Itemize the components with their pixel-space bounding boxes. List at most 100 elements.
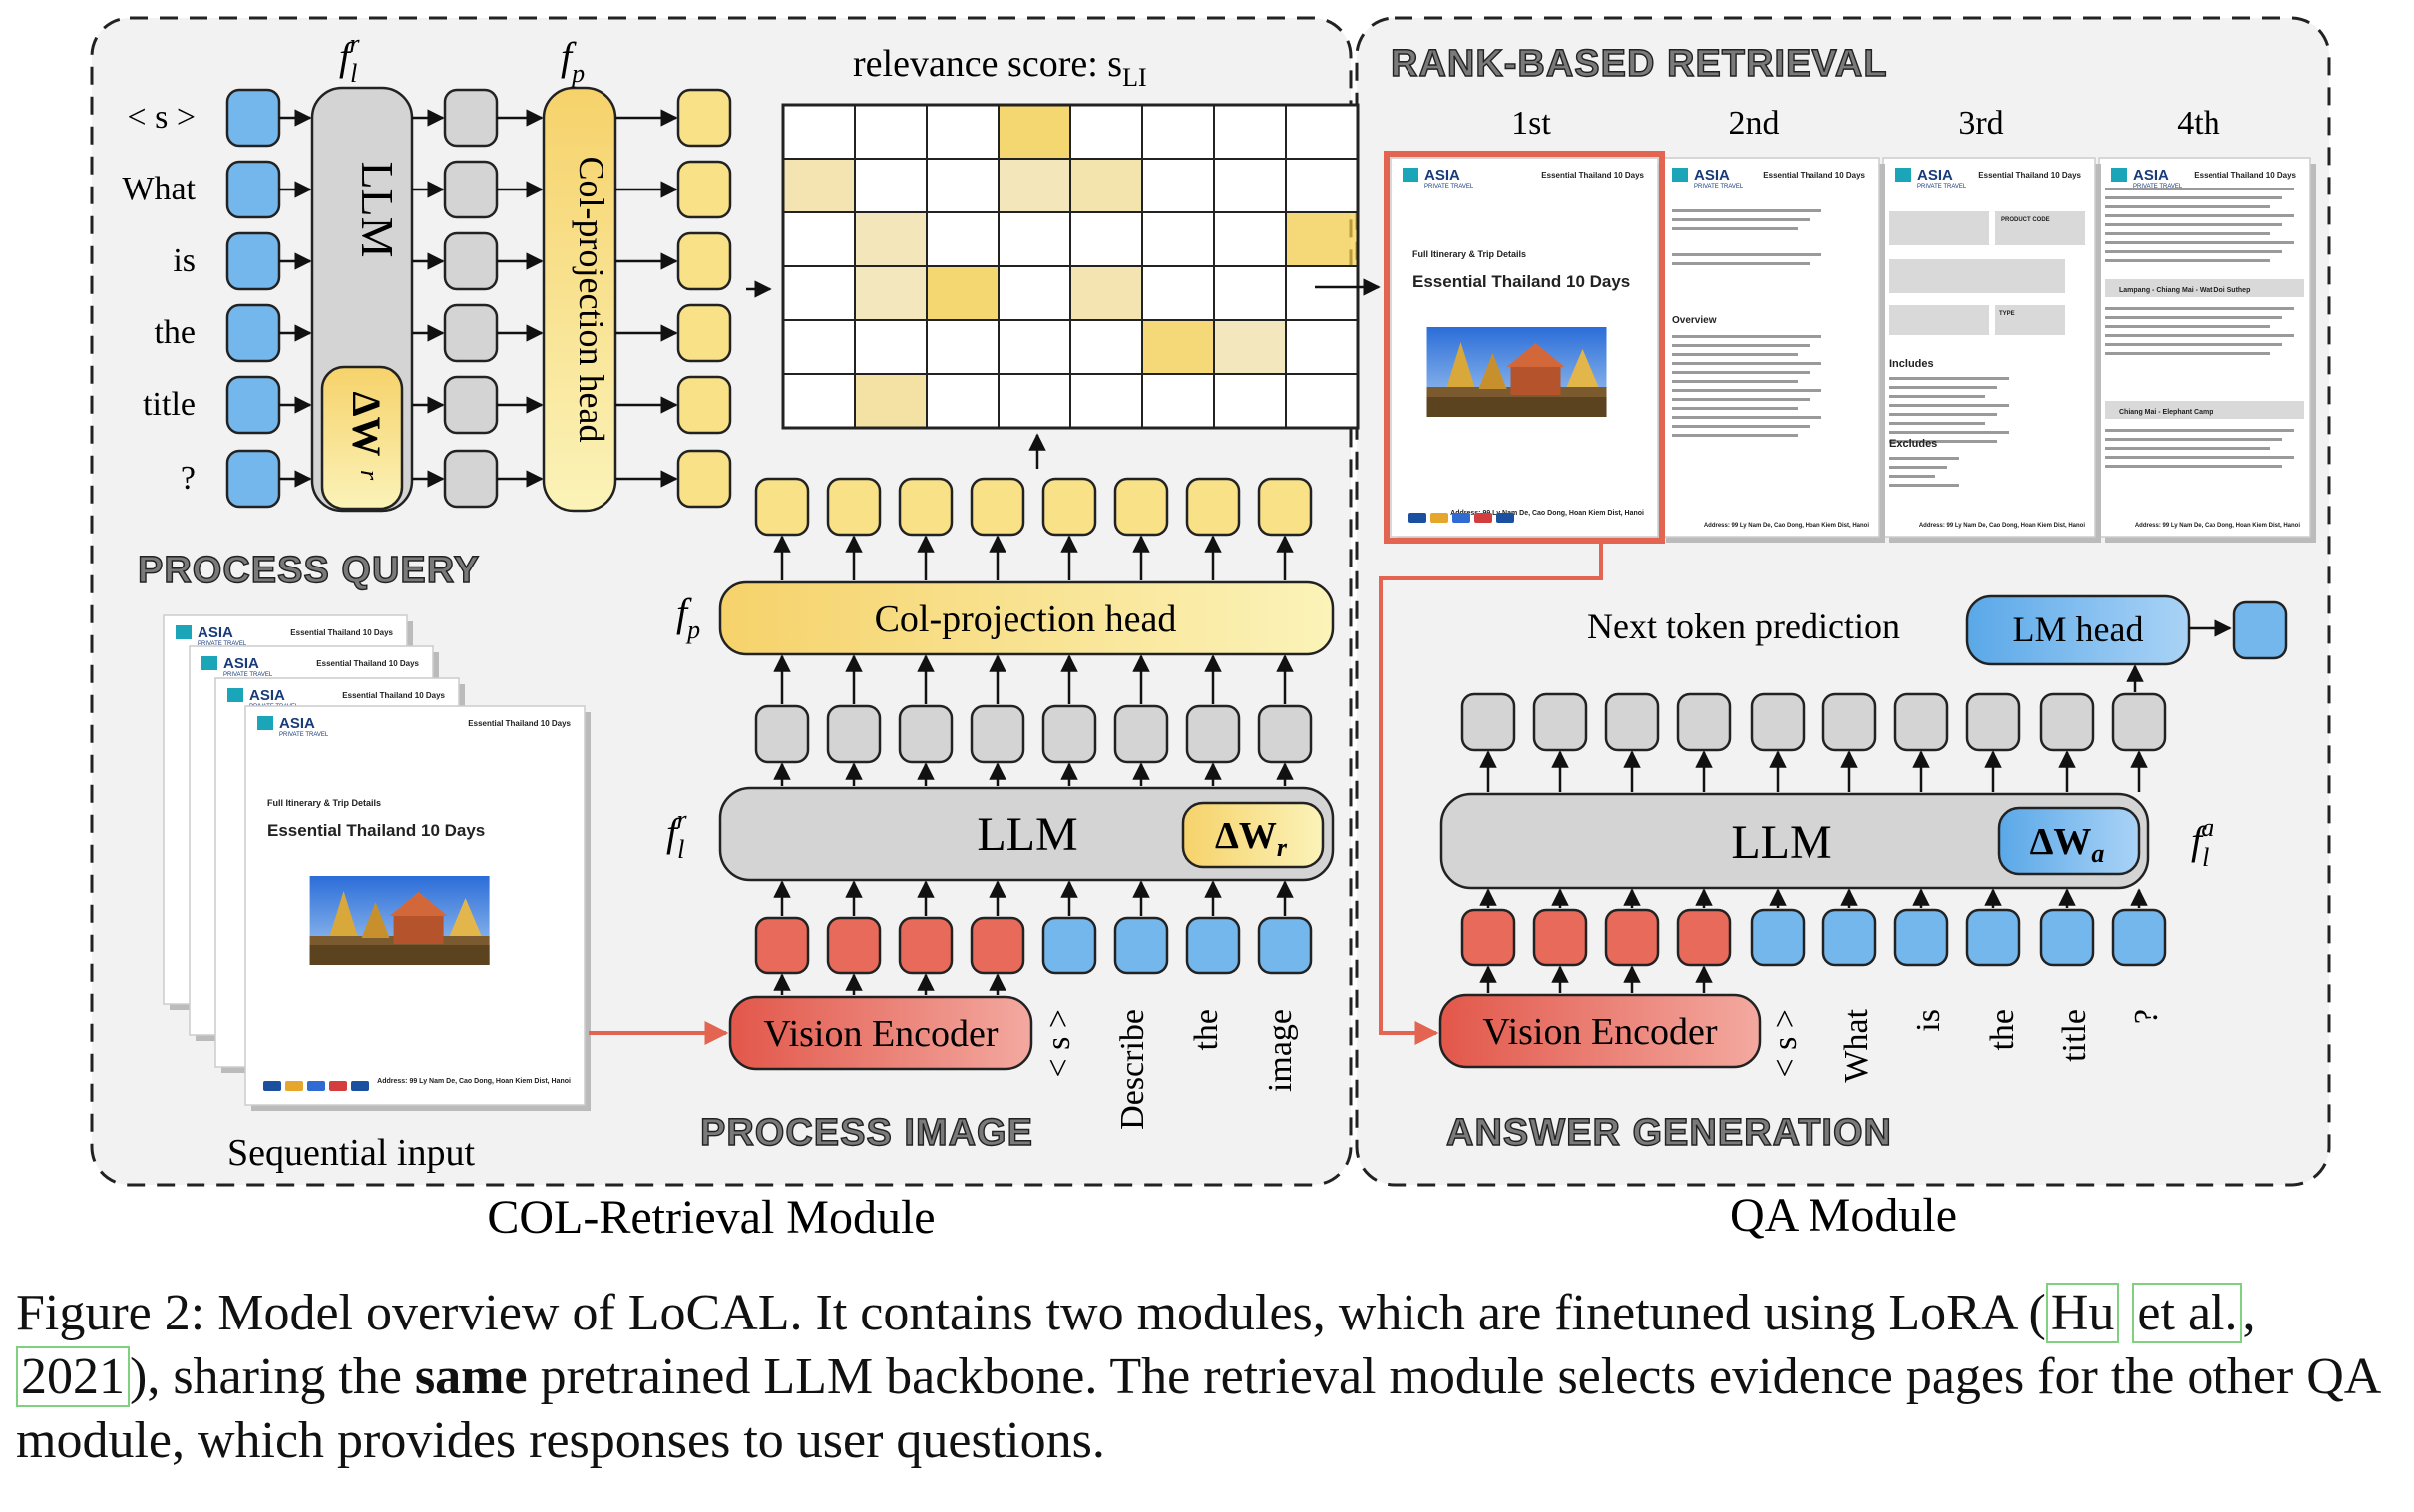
page-text: Address: 99 Ly Nam De, Cao Dong, Hoan Ki…	[1704, 523, 1869, 529]
citation-link[interactable]: et al.	[2132, 1283, 2243, 1343]
text-line	[1672, 434, 1798, 437]
heatmap-cell	[1069, 158, 1143, 213]
predicted-token	[2232, 600, 2288, 660]
token-gray	[826, 704, 882, 764]
text-line	[2105, 223, 2282, 226]
page-text: Full Itinerary & Trip Details	[267, 798, 381, 808]
page-text: ASIA	[279, 715, 315, 732]
qa-vision-encoder	[1438, 993, 1762, 1069]
token-yellow	[676, 303, 732, 363]
token-red	[898, 916, 954, 975]
text-line	[1672, 398, 1810, 401]
citation-link[interactable]: Hu	[2045, 1283, 2120, 1343]
text-line	[2105, 447, 2270, 450]
text-line	[2105, 316, 2282, 319]
text-line	[1889, 404, 2009, 407]
image-prompt-token: image	[1262, 1009, 1299, 1092]
page-text: PRIVATE TRAVEL	[1694, 184, 1744, 189]
f-lr-label-image: flr	[666, 805, 687, 864]
heatmap-cell	[998, 158, 1071, 213]
heatmap-cell	[998, 373, 1071, 429]
top-ranked-highlight	[1384, 151, 1665, 544]
qa-llm-block	[1439, 792, 2150, 890]
page-text: Chiang Mai - Elephant Camp	[2119, 409, 2213, 416]
text-line	[2105, 438, 2282, 441]
token-yellow	[676, 160, 732, 219]
qa-token: ?	[2128, 1009, 2165, 1024]
heatmap-cell	[1213, 265, 1287, 321]
heatmap-cell	[926, 158, 1000, 213]
selected-page-path	[1379, 539, 1603, 1045]
token-blue	[225, 160, 281, 219]
heatmap-cell	[854, 211, 928, 267]
text-line	[1889, 395, 1985, 398]
image-vision-encoder-label: Vision Encoder	[763, 1013, 999, 1055]
payment-icon	[351, 1081, 369, 1091]
token-yellow	[970, 477, 1025, 537]
sequential-input-label: Sequential input	[227, 1132, 475, 1174]
token-blue	[1893, 908, 1949, 967]
image-embedding-tokens	[754, 477, 1313, 537]
brand-logo-icon	[1895, 168, 1911, 182]
image-hidden-tokens	[754, 704, 1313, 764]
heatmap-cell	[782, 373, 856, 429]
page-text: Essential Thailand 10 Days	[468, 719, 571, 728]
heatmap-cell	[782, 319, 856, 375]
heatmap-cell	[1285, 158, 1359, 213]
token-yellow	[754, 477, 810, 537]
text-line	[1672, 380, 1798, 383]
text-line	[1672, 218, 1810, 221]
text-line	[1889, 440, 1997, 443]
text-line	[1889, 431, 2009, 434]
process-image-title: PROCESS IMAGE	[700, 1112, 1033, 1154]
qa-llm-label: LLM	[1731, 816, 1831, 869]
token-yellow	[1185, 477, 1241, 537]
heatmap-cell	[926, 373, 1000, 429]
text-line	[2105, 465, 2282, 468]
token-blue	[225, 303, 281, 363]
token-yellow	[676, 375, 732, 435]
text-line	[2105, 241, 2294, 244]
qa-module-title: QA Module	[1730, 1189, 1957, 1242]
token-yellow	[826, 477, 882, 537]
query-token-label: What	[122, 171, 196, 207]
heatmap-cell	[854, 319, 928, 375]
process-query-title: PROCESS QUERY	[138, 550, 480, 591]
token-blue	[1750, 908, 1806, 967]
qa-vision-encoder-label: Vision Encoder	[1482, 1011, 1718, 1053]
text-line	[2105, 214, 2294, 217]
query-token-label: title	[143, 386, 196, 423]
citation-link[interactable]: 2021	[16, 1346, 130, 1407]
figure-caption: Figure 2: Model overview of LoCAL. It co…	[16, 1283, 2379, 1469]
token-gray	[2039, 692, 2095, 752]
info-box	[1889, 305, 1989, 335]
query-token-label: the	[154, 314, 196, 351]
text-line	[1889, 413, 1997, 416]
heatmap-cell	[998, 319, 1071, 375]
token-yellow	[898, 477, 954, 537]
text-line	[2105, 205, 2270, 208]
heatmap-cell	[854, 104, 928, 160]
retrieval-module-title: COL-Retrieval Module	[487, 1191, 935, 1244]
heatmap-border	[781, 103, 1360, 430]
token-blue	[1257, 916, 1313, 975]
page-text: Address: 99 Ly Nam De, Cao Dong, Hoan Ki…	[1450, 510, 1644, 517]
text-line	[1672, 353, 1798, 356]
token-gray	[970, 704, 1025, 764]
column-arrows	[773, 535, 2148, 995]
token-blue	[225, 231, 281, 291]
text-line	[2105, 259, 2270, 262]
heatmap-cell	[926, 104, 1000, 160]
token-gray	[443, 375, 499, 435]
token-blue	[225, 88, 281, 148]
query-col-head-block	[542, 86, 617, 513]
info-box	[1889, 211, 1989, 245]
text-line	[1672, 335, 1821, 338]
payment-icon	[307, 1081, 325, 1091]
rank-label: 2nd	[1729, 105, 1780, 142]
page-text: Includes	[1889, 358, 1934, 370]
